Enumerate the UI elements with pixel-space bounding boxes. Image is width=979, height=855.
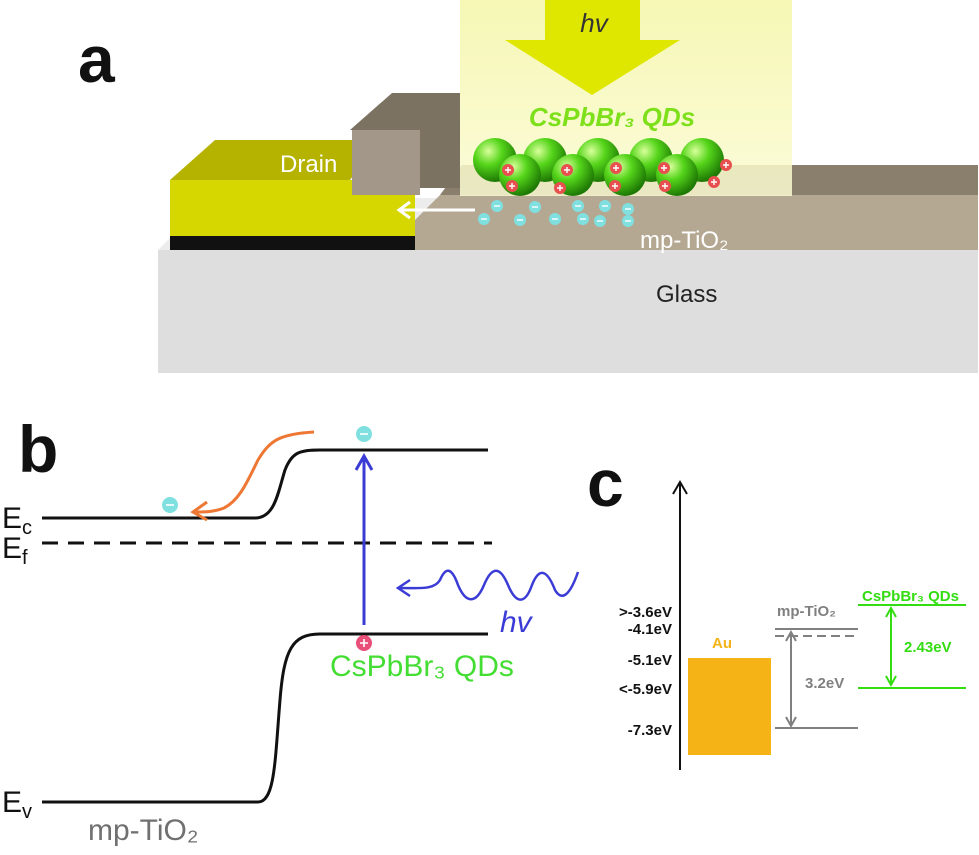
tio2-label-c: mp-TiO₂ (777, 603, 836, 620)
panel-c-letter: c (587, 446, 624, 520)
light-label: hv (580, 8, 609, 38)
tio2-label-b: mp-TiO₂ (88, 814, 199, 847)
qds-gap-arrowhead-up (885, 605, 897, 618)
qds-label-c: CsPbBr₃ QDs (862, 588, 959, 605)
panel-b: b Ec Ef Ev hv CsPbBr₃ QDs mp-TiO₂ (2, 412, 580, 847)
drain-contact-front (352, 130, 420, 195)
tio2-label-a: mp-TiO₂ (640, 227, 728, 254)
au-label: Au (712, 635, 732, 652)
glass-label: Glass (656, 281, 717, 308)
level-label: -5.1eV (628, 652, 672, 669)
tio2-gap-arrowhead-down (785, 716, 797, 729)
excitation-arrowhead (354, 452, 374, 471)
electron-transfer-arrowhead (190, 500, 208, 522)
ec-label: Ec (2, 502, 32, 539)
photon-arrowhead (395, 578, 411, 598)
tio2-gap-label: 3.2eV (805, 675, 844, 692)
electron-flow-arrowhead (396, 200, 411, 220)
panel-a-letter: a (78, 22, 116, 96)
ev-label: Ev (2, 786, 32, 823)
level-label: -4.1eV (628, 621, 672, 638)
light-arrow (505, 0, 680, 95)
level-label: -7.3eV (628, 722, 672, 739)
drain-top (170, 140, 380, 180)
panel-c: c >-3.6eV -4.1eV -5.1eV <-5.9eV -7.3eV A… (587, 446, 966, 770)
electron-transfer-arrow (195, 430, 315, 514)
tio2-layer-front (415, 195, 978, 250)
drain-contact-top (350, 93, 460, 188)
qds-gap-arrowhead-down (885, 675, 897, 688)
tio2-gap-arrowhead-up (785, 629, 797, 642)
au-block (688, 658, 771, 755)
photon-label: hv (500, 606, 534, 639)
energy-axis-arrowhead (672, 480, 688, 495)
photon-wave (399, 569, 580, 601)
valence-band-line (42, 632, 488, 804)
panel-b-letter: b (18, 412, 58, 486)
electrons-a (478, 200, 634, 227)
level-label: >-3.6eV (619, 604, 672, 621)
ef-label: Ef (2, 532, 28, 569)
glass-front (158, 250, 978, 373)
qds-gap-label: 2.43eV (904, 639, 952, 656)
qds-label-a: CsPbBr₃ QDs (529, 102, 695, 132)
level-label: <-5.9eV (619, 681, 672, 698)
drain-base (170, 236, 415, 250)
drain-label: Drain (280, 151, 337, 178)
conduction-band-line (42, 448, 488, 520)
panel-a: a hv CsPbBr₃ QDs Drain (78, 0, 978, 373)
qds-label-b: CsPbBr₃ QDs (330, 650, 514, 683)
holes-a (502, 159, 732, 194)
